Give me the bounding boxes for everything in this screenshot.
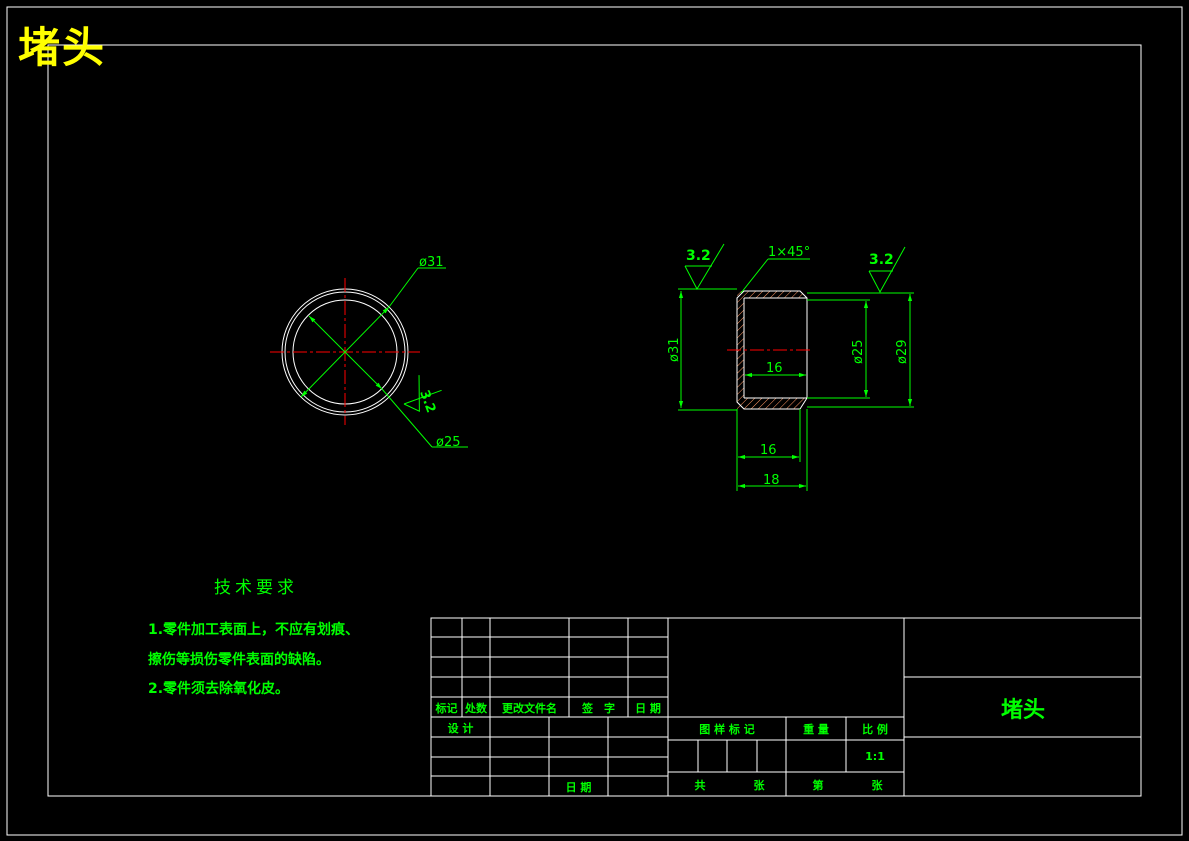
tech-requirement-2: 2.零件须去除氧化皮。 [148,681,290,697]
chamfer-leader [740,258,769,294]
dim-outer-leader [388,267,419,308]
tech-requirement-1: 1.零件加工表面上，不应有划痕、 [148,622,360,638]
dim-inner-line [308,315,383,390]
roughness-symbol-left [403,375,442,412]
tb-pattern-mark: 图 样 标 记 [699,723,755,736]
dim-od-text: ø31 [667,338,682,363]
roughness-text-section-left: 3.2 [686,248,711,264]
tb-total: 共 [694,779,706,792]
section-view: ø31 ø25 ø29 16 16 18 1×45° 3.2 3.2 [667,243,914,491]
dim-len-18-text: 18 [763,473,780,488]
tech-requirements-title: 技术要求 [214,578,298,598]
roughness-text-left: 3.2 [416,388,438,415]
title-block-grid [430,617,1142,797]
dim-outer-text: ø31 [419,255,444,270]
tb-part-name: 堵头 [1000,698,1045,723]
tb-count: 处数 [465,702,487,715]
tb-date: 日 期 [635,702,661,715]
dim-inner-len-text: 16 [766,361,783,376]
chamfer-text: 1×45° [768,245,810,260]
hatch-corner-bl [737,398,744,409]
roughness-symbol-section-right [868,246,906,294]
corner-title: 堵头 [18,23,107,72]
tb-mark: 标记 [435,702,458,715]
roughness-text-section-right: 3.2 [869,252,894,268]
tech-requirement-1-cont: 擦伤等损伤零件表面的缺陷。 [148,652,330,668]
tb-date-2: 日 期 [565,781,592,794]
hatch-top-wall [744,291,807,298]
dim-29-text: ø29 [895,340,910,365]
tb-weight: 重 量 [803,723,829,736]
hatch-left-wall [737,291,744,398]
outer-frame [6,6,1183,836]
tb-signature: 签 字 [582,702,615,715]
dim-inner-leader [381,388,433,448]
dim-inner-text: ø25 [436,435,461,450]
tb-scale: 比 例 [862,723,888,736]
dim-len-16-text: 16 [760,443,777,458]
dim-id-text: ø25 [851,340,866,365]
tb-sheets: 张 [753,779,765,792]
tb-scale-value: 1:1 [865,750,885,763]
left-view: ø31 ø25 3.2 [270,255,468,450]
tb-design: 设 计 [447,722,474,735]
hatch-bottom-wall [744,398,807,409]
tb-change-doc: 更改文件名 [502,702,557,715]
tb-sheet-no: 第 [812,779,824,792]
roughness-symbol-section-left [684,243,725,291]
tb-sheets-2: 张 [871,779,883,792]
